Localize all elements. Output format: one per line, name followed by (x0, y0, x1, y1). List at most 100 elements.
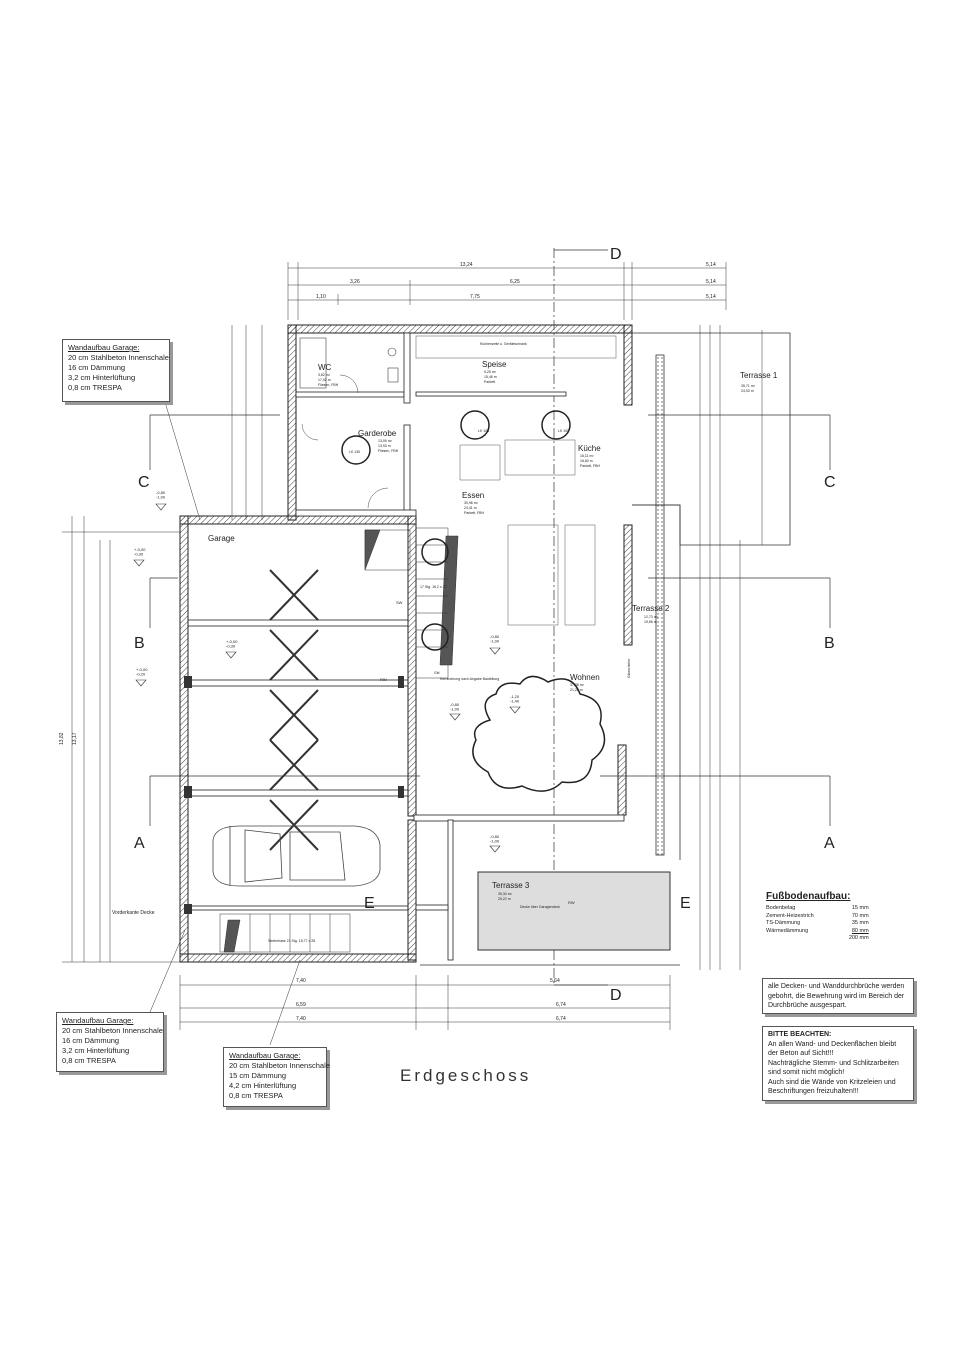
section-c-right: C (824, 474, 836, 491)
lk-label-2: LK 100 (558, 429, 569, 433)
dim-bottom-f: 6,74 (556, 1016, 566, 1022)
room-kueche-name: Küche (578, 444, 601, 453)
dim-top-total: 13,24 (460, 262, 473, 268)
dim-bottom-e: 7,40 (296, 1016, 306, 1022)
garage-wall-note-2-head: Wandaufbau Garage: (62, 1016, 134, 1025)
section-b-right: B (824, 635, 835, 652)
section-line-b (149, 577, 831, 628)
dim-top-right-2: 5,14 (706, 279, 716, 285)
gbl-label: Gbl (434, 671, 440, 675)
level-wohnen: -0,80-1,00 (450, 702, 460, 711)
floor-build-row: Zement-Heizestrich 70 mm (766, 913, 872, 921)
garage-wall-note-3-line: 20 cm Stahlbeton Innenschale (229, 1061, 330, 1070)
room-garderobe-perimeter: 13,93 m (378, 444, 391, 448)
attention-note: BITTE BEACHTEN: An allen Wand- und Decke… (762, 1026, 914, 1101)
terrace-outlines (420, 332, 791, 966)
garage-wall-note-1-line: 0,8 cm TRESPA (68, 383, 122, 392)
floor-build-name: Zement-Heizestrich (766, 912, 814, 919)
level-essen: -0,80-1,00 (490, 634, 500, 643)
bottom-dimensions (179, 975, 671, 1030)
dim-top2-b: 7,75 (470, 294, 480, 300)
room-terrasse2-area: 12,73 m² (644, 615, 659, 619)
door-swings (301, 374, 389, 509)
section-e-left: E (364, 895, 375, 912)
lk-label-1: LK 100 (478, 429, 489, 433)
stairs-label-2: Stufenhase 21 Stg. 15,77 x 28 (268, 939, 315, 943)
pool-note: Kernbohrung nach Angabe Bauleitung (440, 677, 499, 681)
page-title: Erdgeschoss (400, 1066, 532, 1085)
section-c-left: C (138, 474, 150, 491)
dim-bottom-c: 6,59 (296, 1002, 306, 1008)
room-essen-perimeter: 24,41 m (464, 506, 477, 510)
level-pool: -1,20-1,40 (510, 694, 520, 703)
floor-build-head: Fußbodenaufbau: (766, 891, 851, 902)
room-terrasse3-name: Terrasse 3 (492, 881, 530, 890)
room-wc-floor: Fliesen, FBH (318, 383, 339, 387)
floor-build-name (766, 935, 817, 943)
floor-build-value: 70 mm (851, 912, 869, 919)
dim-top2-a: 1,10 (316, 294, 326, 300)
garage-wall-note-3-line: 0,8 cm TRESPA (229, 1091, 283, 1100)
attention-line: Auch sind die Wände von Kritzeleien und (768, 1078, 896, 1086)
room-essen-floor: Parkett, FBH (464, 511, 485, 515)
room-wc-perimeter: 17,02 m (318, 378, 331, 382)
top-dimensions (287, 262, 727, 320)
room-labels: WC 3,82 m² 17,02 m Fliesen, FBH Speise 9… (208, 360, 778, 901)
room-speise-perimeter: 15,46 m (484, 375, 497, 379)
room-speise-floor: Parkett (484, 380, 495, 384)
section-a-right: A (824, 835, 835, 852)
garage-wall-note-1-line: 16 cm Dämmung (68, 363, 126, 372)
pool-shape (472, 675, 606, 792)
penetrations-note: alle Decken- und Wanddurchbrüche werden … (762, 978, 914, 1014)
room-wohnen-perimeter: 21,26 m (570, 688, 583, 692)
rw-label-2: RW (568, 900, 575, 905)
level-terrasse-3: -0,80-1,00 (490, 834, 500, 843)
garage-wall-note-2: Wandaufbau Garage: 20 cm Stahlbeton Inne… (56, 1012, 164, 1072)
dim-top-mid: 6,25 (510, 279, 520, 285)
terrasse3-deck-label: Decke über Garagendeck (520, 905, 560, 909)
terrace-3-area (477, 871, 671, 951)
dim-bottom-b: 5,64 (550, 978, 560, 984)
right-dimensions (699, 325, 763, 970)
section-line-c (149, 414, 831, 470)
attention-head: BITTE BEACHTEN: (768, 1031, 832, 1038)
room-garderobe-floor: Fliesen, FBH (378, 449, 399, 453)
room-terrasse3-area: 35,34 m² (498, 892, 513, 896)
attention-line: Nachträgliche Stemm- und Schlitzarbeiten (768, 1059, 899, 1067)
room-garage-name: Garage (208, 534, 235, 543)
dim-bottom-d: 6,74 (556, 1002, 566, 1008)
room-terrasse3-perimeter: 25,22 m (498, 897, 511, 901)
level-triangle-icons (133, 503, 521, 853)
level-markers: -0,80-1,00 +-0,00-0,30 +-0,00-0,20 +-0,0… (134, 490, 520, 843)
lk-label-3: LK 130 (349, 450, 360, 454)
stairs-label: 17 Stg. 16,2 x 27 (420, 585, 447, 589)
garage-columns (184, 676, 404, 914)
garage-wall-note-1: Wandaufbau Garage: 20 cm Stahlbeton Inne… (62, 339, 170, 402)
dim-top2-c: 5,14 (706, 294, 716, 300)
dim-left-total: 13,82 (59, 732, 65, 745)
room-garderobe-area: 13,09 m² (378, 439, 393, 443)
room-essen-area: 30,96 m² (464, 501, 479, 505)
kitchen-counters (415, 335, 617, 626)
staircase (364, 527, 459, 679)
section-d-bottom: D (610, 987, 622, 1004)
garage-x-bracing (269, 569, 319, 851)
attention-line: der Beton auf Sicht!!! (768, 1050, 834, 1057)
garage-stair-bottom (219, 913, 351, 953)
kitchen-note: Küchenzeile u. Geräteschrank (480, 342, 527, 346)
dim-top-right: 5,14 (706, 262, 716, 268)
garage-wall-note-1-head: Wandaufbau Garage: (68, 343, 140, 352)
floor-build-name: Wärmedämmung (766, 927, 809, 934)
sw-label: SW (396, 600, 403, 605)
floor-build-value: 15 mm (851, 905, 869, 911)
room-wc-name: WC (318, 363, 332, 372)
attention-line: An allen Wand- und Deckenflächen bleibt (768, 1040, 897, 1048)
floor-build-name: TS-Dämmung (766, 920, 801, 926)
room-wc-area: 3,82 m² (318, 373, 331, 377)
room-wohnen-name: Wohnen (570, 673, 600, 682)
section-b-left: B (134, 635, 145, 652)
